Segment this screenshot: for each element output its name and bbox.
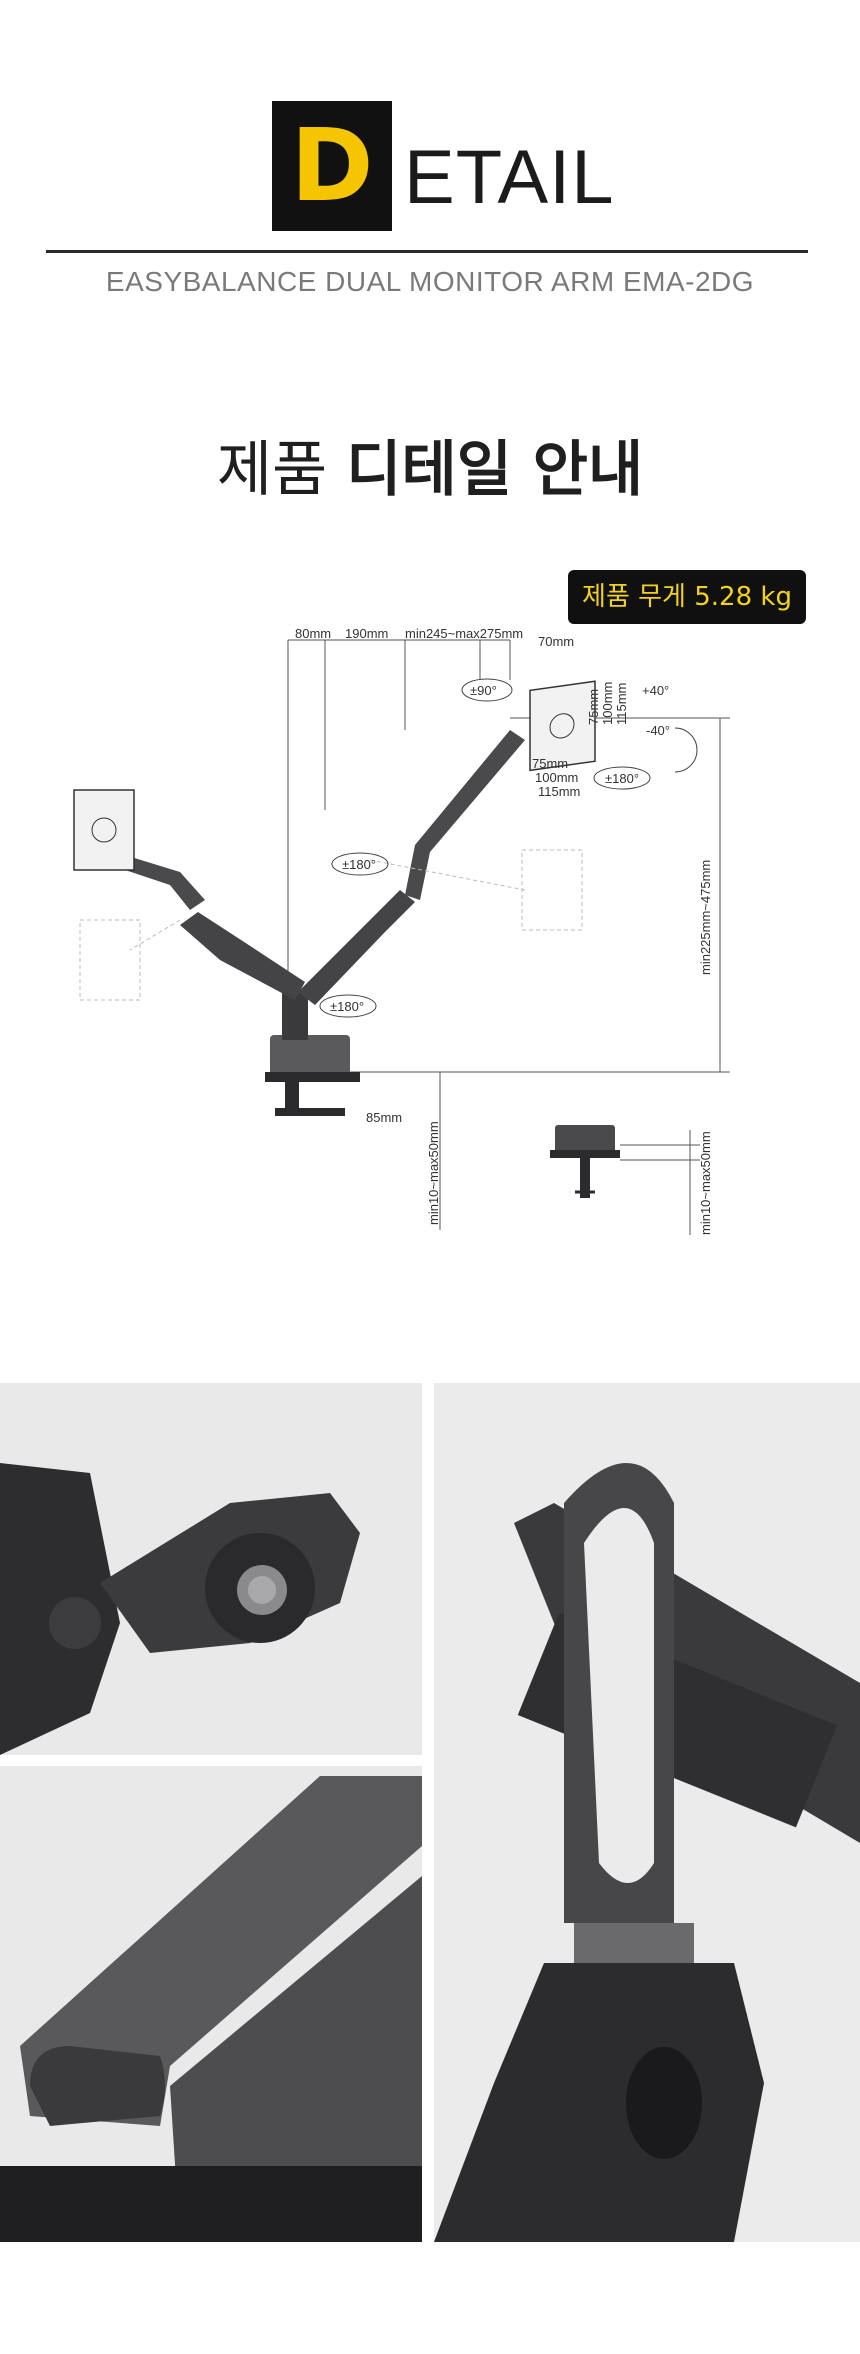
rot-180-bottom: ±180° <box>330 999 364 1014</box>
weight-badge: 제품 무게 5.28 kg <box>568 570 806 624</box>
v-dim-100: 100mm <box>600 682 615 725</box>
handle-loop-photo <box>434 1383 860 2242</box>
right-lower-arm <box>298 890 415 1005</box>
dimension-diagram: 80mm 190mm min245~max275mm 70mm ±90° ±18… <box>73 626 730 1235</box>
dim-245-275: min245~max275mm <box>405 626 523 641</box>
tilt-down: -40° <box>646 723 670 738</box>
tilt-up: +40° <box>642 683 669 698</box>
dim-70: 70mm <box>538 634 574 649</box>
clamp-range-right: min10~max50mm <box>698 1131 713 1235</box>
v-dim-75: 75mm <box>586 689 601 725</box>
clamp-base <box>265 1035 360 1116</box>
dim-190: 190mm <box>345 626 388 641</box>
left-lower-arm <box>180 912 305 1000</box>
v-dim-115: 115mm <box>614 683 629 725</box>
right-upper-arm <box>405 730 525 900</box>
initial-box <box>272 101 392 231</box>
clamp-depth: 85mm <box>366 1110 402 1125</box>
rot-90: ±90° <box>470 683 497 698</box>
dim-80: 80mm <box>295 626 331 641</box>
joint-closeup-photo <box>0 1383 422 1755</box>
heading-bold: 디테일 안내 <box>346 435 644 505</box>
product-name: EASYBALANCE DUAL MONITOR ARM EMA-2DG <box>105 266 755 297</box>
rot-180-right: ±180° <box>605 771 639 786</box>
h-dim-100: 100mm <box>535 770 578 785</box>
left-vesa-plate <box>73 789 135 871</box>
heading-light: 제품 <box>216 435 328 505</box>
arm-ends-photo <box>0 1766 422 2242</box>
initial-letter: D <box>290 107 374 224</box>
right-vesa-plate <box>529 680 596 772</box>
header-divider <box>46 250 808 253</box>
h-dim-115: 115mm <box>538 784 580 799</box>
h-dim-75: 75mm <box>532 756 568 771</box>
detail-title: ETAIL <box>404 135 615 220</box>
ghost-positions <box>79 849 583 1001</box>
rot-180-mid: ±180° <box>342 857 376 872</box>
clamp-range-left: min10~max50mm <box>426 1121 441 1225</box>
height-range: min225mm~475mm <box>698 860 713 975</box>
clamp-detail <box>550 1125 620 1198</box>
section-heading: 제품 디테일 안내 <box>0 430 860 510</box>
dimension-guides <box>287 639 730 1235</box>
rotation-markers <box>319 678 698 1018</box>
